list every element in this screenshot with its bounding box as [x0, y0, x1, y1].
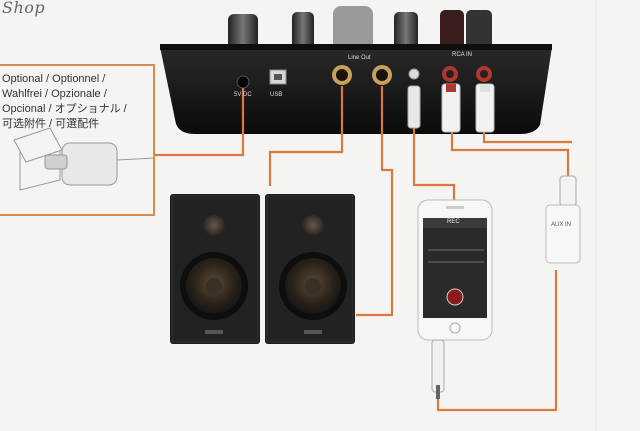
- adapter-label: AUX IN: [551, 222, 571, 228]
- optional-note-line: Wahlfrei / Opzionale /: [2, 87, 107, 101]
- optional-note-line: Optional / Optionnel /: [2, 72, 105, 86]
- rca-in-label: RCA IN: [452, 52, 472, 58]
- line-out-label: Line Out: [348, 55, 371, 61]
- aux-jack: [409, 69, 419, 79]
- mixer-knobs: [228, 6, 492, 50]
- shop-watermark: Shop: [2, 0, 45, 17]
- optional-note-line: 可选附件 / 可選配件: [2, 117, 99, 131]
- power-jack: [237, 76, 249, 88]
- aux-plug: [408, 86, 420, 128]
- power-label: 5V DC: [234, 92, 252, 98]
- right-speaker: [265, 194, 355, 344]
- left-speaker: [170, 194, 260, 344]
- optional-accessory-box: Optional / Optionnel / Wahlfrei / Opzion…: [0, 64, 155, 216]
- rca-adapter: [546, 176, 580, 263]
- phone-app-title: REC: [447, 219, 460, 225]
- optional-note-line: Opcional / オプショナル /: [2, 102, 127, 116]
- usb-label: USB: [270, 92, 282, 98]
- phone-plug: [432, 340, 444, 392]
